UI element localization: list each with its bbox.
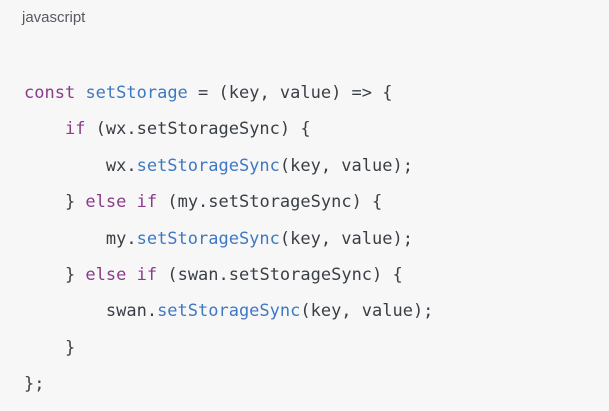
code-function-name: setStorageSync bbox=[136, 155, 280, 176]
code-line: swan.setStorageSync(key, value); bbox=[24, 293, 434, 329]
code-function-name: setStorageSync bbox=[157, 301, 301, 322]
code-keyword: if bbox=[136, 264, 158, 285]
code-content[interactable]: const setStorage = (key, value) => { if … bbox=[24, 75, 433, 403]
code-line: if (wx.setStorageSync) { bbox=[24, 111, 433, 147]
code-text: (key, value); bbox=[279, 228, 413, 249]
code-text bbox=[126, 192, 136, 212]
code-keyword: if bbox=[64, 119, 86, 140]
code-keyword: if bbox=[136, 192, 158, 213]
code-line: } else if (swan.setStorageSync) { bbox=[24, 257, 433, 293]
code-text bbox=[126, 265, 136, 285]
code-text bbox=[24, 119, 65, 139]
code-text: (wx.setStorageSync) { bbox=[85, 119, 311, 140]
code-language-label: javascript bbox=[22, 9, 86, 26]
code-text: my. bbox=[24, 228, 137, 249]
code-function-name: setStorageSync bbox=[136, 228, 280, 249]
code-keyword: const bbox=[24, 83, 76, 103]
code-text: wx. bbox=[24, 155, 137, 176]
code-line: const setStorage = (key, value) => { bbox=[24, 75, 433, 111]
code-text: = (key, value) => { bbox=[187, 83, 393, 103]
code-line: }; bbox=[24, 366, 433, 402]
code-keyword: else bbox=[85, 192, 127, 213]
code-text: (key, value); bbox=[279, 155, 413, 176]
code-text: } bbox=[24, 264, 86, 285]
code-text: (key, value); bbox=[300, 301, 434, 322]
code-line: } bbox=[24, 330, 433, 366]
code-text: }; bbox=[24, 374, 45, 395]
code-function-name: setStorage bbox=[85, 83, 188, 103]
code-keyword: else bbox=[85, 264, 127, 285]
code-line: wx.setStorageSync(key, value); bbox=[24, 148, 433, 184]
code-line: } else if (my.setStorageSync) { bbox=[24, 184, 433, 220]
code-text: (my.setStorageSync) { bbox=[157, 192, 383, 213]
code-text: } bbox=[24, 337, 76, 358]
code-text: swan. bbox=[24, 301, 158, 322]
code-text bbox=[75, 83, 85, 103]
code-text: (swan.setStorageSync) { bbox=[157, 264, 403, 285]
code-line: my.setStorageSync(key, value); bbox=[24, 221, 433, 257]
code-text: } bbox=[24, 192, 86, 213]
